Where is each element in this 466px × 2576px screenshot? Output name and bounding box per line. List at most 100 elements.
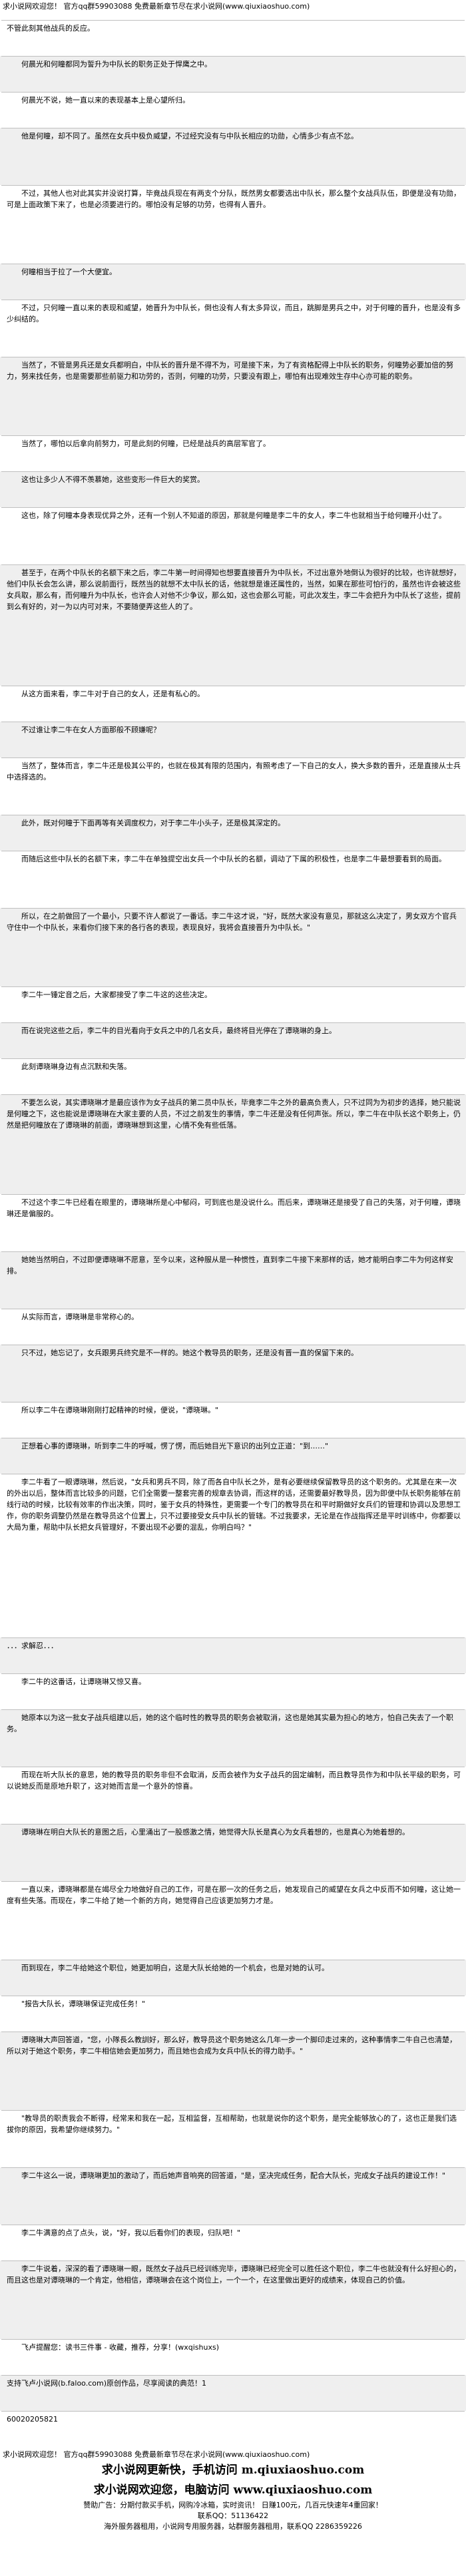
paragraph-divider	[1, 1824, 465, 1825]
paragraph-text: 而现在听大队长的意思，她的教导员的职务非但不会取消，反而会被作为女子战兵的固定编…	[7, 1771, 461, 1791]
paragraph-text: 飞卢提醒您：读书三件事 - 收藏，推荐，分享！(wxqishuxs)	[21, 2343, 220, 2352]
paragraph-text: 而到现在，李二牛给她这个职位，她更加明白，这是大队长给她的一个机会，也是对她的认…	[21, 1964, 329, 1972]
paragraph-text: 不过，其他人也对此其实并没说打算，毕竟战兵现在有两支个分队，既然男女都要选出中队…	[7, 189, 461, 209]
footer-mobile-link[interactable]: 求小说网更新快，手机访问 m.qiuxiaoshuo.com	[101, 2464, 365, 2477]
paragraph-text: 此刻谭晓琳身边有点沉默和失落。	[21, 1062, 131, 1071]
paragraph: 何晨光不说，她一直以来的表现基本上是心望所归。	[0, 92, 466, 128]
paragraph-text: 所以李二牛在谭晓琳刚刚打起精神的时候，便说，"谭晓琳。"	[21, 1406, 219, 1414]
paragraph: 当然了，整体而言，李二牛还是极其公平的，也就在极其有限的范围内，有照考虑了一下自…	[0, 757, 466, 815]
paragraph-text: 她原本以为这一批女子战兵组建以后，她的这个临时性的教导员的职务会被取消，这也是她…	[7, 1713, 453, 1733]
paragraph-text: 李二牛的这番话，让谭晓琳又惊又喜。	[21, 1677, 146, 1686]
paragraph: 何瞳相当于拉了一个大便宜。	[0, 264, 466, 300]
paragraph: 而到现在，李二牛给她这个职位，她更加明白，这是大队长给她的一个机会，也是对她的认…	[0, 1960, 466, 1996]
paragraph: "教导员的职责我会不断得，经常来和我在一起，互相监督，互相帮助，也就是说你的这个…	[0, 2110, 466, 2167]
paragraph-text: 李二牛一锤定音之后，大家都接受了李二牛这的这些决定。	[21, 990, 212, 999]
paragraph-divider	[1, 1094, 465, 1095]
paragraph-text: 他是何瞳，却不同了。虽然在女兵中极负威望，不过经究没有与中队长相应的功勋，心情多…	[21, 132, 358, 140]
paragraph-text: 谭晓琳在明白大队长的意图之后，心里涌出了一股感激之情，她觉得大队长是真心为女兵着…	[21, 1828, 409, 1836]
paragraph-divider	[1, 435, 465, 436]
footer-hosting-ad: 海外服务器租用，小说网专用服务器，站群服务器租用，联系QQ 2286359226	[104, 2522, 362, 2531]
paragraph-divider	[1, 2375, 465, 2376]
paragraph-divider	[1, 56, 465, 57]
paragraph-text: 李二牛这么一说，谭晓琳更加的激动了，而后她声音响亮的回答道，"是，坚决完成任务，…	[21, 2171, 446, 2180]
paragraph-text: 这也让多少人不得不羡慕她，这些变形一件巨大的奖赏。	[21, 475, 204, 484]
paragraph: 他是何瞳，却不同了。虽然在女兵中极负威望，不过经究没有与中队长相应的功勋，心情多…	[0, 128, 466, 185]
page-footer: 求小说网欢迎您！ 官方qq群59903088 免费最新章节尽在求小说网(www.…	[0, 2450, 466, 2532]
paragraph-text: 何晨光和何瞳都同为誓升为中队长的职务正处于悍鹰之中。	[21, 60, 212, 69]
paragraph: 甚至于，在两个中队长的名额下来之后，李二牛第一时间得知也想要直接晋升为中队长，不…	[0, 564, 466, 686]
paragraph-text: 谭晓琳大声回答道，"您，小隊長么教訓好，那么好，教导员这个职务她这么几年一步一个…	[7, 2036, 457, 2055]
paragraph: "报告大队长，谭晓琳保证完成任务！"	[0, 1996, 466, 2032]
paragraph: 一直以来，谭晓琳都是在竭尽全力地做好自己的工作，可是在那一次的任务之后，她发现自…	[0, 1881, 466, 1960]
paragraph-divider	[1, 1251, 465, 1252]
paragraph-text: 只不过，她忘记了，女兵跟男兵终究是不一样的。她这个教导员的职务，还是没有晋一直的…	[21, 1349, 358, 1357]
paragraph: ．．．求解忍．．．	[0, 1637, 466, 1673]
paragraph: 而随后这些中队长的名额下来，李二牛在单独提空出女兵一个中队长的名额，调动了下属的…	[0, 851, 466, 908]
paragraph-divider	[1, 507, 465, 508]
paragraph-divider	[1, 1194, 465, 1195]
paragraph-text: 李二牛满意的点了点头，说，"好，我以后看你们的表现，归队吧！"	[21, 2229, 241, 2237]
paragraph: 不要怎么说，其实谭晓琳才是最应该作为女子战兵的第二员中队长，毕竟李二牛之外的最高…	[0, 1094, 466, 1194]
paragraph-text: 李二牛说着，深深的看了谭晓琳一眼，既然女子战兵已经训练完毕，谭晓琳已经完全可以胜…	[7, 2264, 461, 2284]
paragraph: 60020205821	[0, 2411, 466, 2447]
paragraph-text: 当然了，不管是男兵还是女兵都明白，中队长的晋升是不得不为，可是接下来，为了有资格…	[7, 361, 453, 381]
paragraph-text: 何晨光不说，她一直以来的表现基本上是心望所归。	[21, 96, 190, 105]
paragraph-text: 当然了，整体而言，李二牛还是极其公平的，也就在极其有限的范围内，有照考虑了一下自…	[7, 761, 461, 781]
paragraph: 她她当然明白，不过即便谭晓琳不愿意，至今以来，这种服从是一种惯性，直到李二牛接下…	[0, 1251, 466, 1309]
paragraph: 这也让多少人不得不羡慕她，这些变形一件巨大的奖赏。	[0, 471, 466, 507]
paragraph-text: ．．．求解忍．．．	[7, 1641, 58, 1650]
paragraph-divider	[1, 2110, 465, 2111]
paragraph-divider	[1, 757, 465, 758]
paragraph-text: 这也，除了何瞳本身表现优异之外，还有一个别人不知道的原因，那就是何瞳是李二牛的女…	[21, 511, 446, 520]
paragraph: 李二牛这么一说，谭晓琳更加的激动了，而后她声音响亮的回答道，"是，坚决完成任务，…	[0, 2167, 466, 2225]
paragraph-text: 所以，在之前做回了一个最小，只要不许人都说了一番话。李二牛这才说，"好，既然大家…	[7, 912, 457, 932]
paragraph: 当然了，哪怕以后拿向前努力，可是此刻的何瞳，已经是战兵的高层军官了。	[0, 435, 466, 471]
paragraph-text: 不过谁让李二牛在女人方面那般不顾嫌呢？	[21, 726, 160, 734]
paragraph: 李二牛一锤定音之后，大家都接受了李二牛这的这些决定。	[0, 986, 466, 1022]
paragraph-divider	[1, 2339, 465, 2340]
chapter-content: 不管此刻其他战兵的反应。何晨光和何瞳都同为誓升为中队长的职务正处于悍鹰之中。何晨…	[0, 20, 466, 2450]
paragraph-text: 何瞳相当于拉了一个大便宜。	[21, 268, 116, 276]
paragraph-text: 甚至于，在两个中队长的名额下来之后，李二牛第一时间得知也想要直接晋升为中队长，不…	[7, 568, 461, 611]
footer-desktop-link[interactable]: 求小说网欢迎您，电脑访问 www.qiuxiaoshuo.com	[93, 2483, 373, 2497]
paragraph-divider	[1, 1022, 465, 1023]
paragraph: 正想着心事的谭晓琳，听到李二牛的呼喊，愣了愣，而后她目光下意识的出列立正道："到…	[0, 1438, 466, 1474]
paragraph-text: 李二牛看了一眼谭晓琳，然后说，"女兵和男兵不同，除了而各自中队长之外，是有必要继…	[7, 1478, 461, 1532]
paragraph: 谭晓琳大声回答道，"您，小隊長么教訓好，那么好，教导员这个职务她这么几年一步一个…	[0, 2032, 466, 2110]
paragraph: 飞卢提醒您：读书三件事 - 收藏，推荐，分享！(wxqishuxs)	[0, 2339, 466, 2375]
paragraph-divider	[1, 986, 465, 987]
paragraph-text: 不管此刻其他战兵的反应。	[7, 24, 95, 33]
paragraph-text: 支持飞卢小说网(b.faloo.com)原创作品，尽享阅读的典范！1	[7, 2379, 206, 2388]
paragraph: 她原本以为这一批女子战兵组建以后，她的这个临时性的教导员的职务会被取消，这也是她…	[0, 1709, 466, 1767]
paragraph-text: "教导员的职责我会不断得，经常来和我在一起，互相监督，互相帮助，也就是说你的这个…	[7, 2114, 457, 2134]
paragraph: 李二牛说着，深深的看了谭晓琳一眼，既然女子战兵已经训练完毕，谭晓琳已经完全可以胜…	[0, 2260, 466, 2339]
paragraph-divider	[1, 1058, 465, 1059]
paragraph-text: 60020205821	[7, 2415, 58, 2424]
paragraph-divider	[1, 1637, 465, 1638]
paragraph: 而现在听大队长的意思，她的教导员的职务非但不会取消，反而会被作为女子战兵的固定编…	[0, 1767, 466, 1824]
paragraph-text: 一直以来，谭晓琳都是在竭尽全力地做好自己的工作，可是在那一次的任务之后，她发现自…	[7, 1885, 461, 1905]
paragraph: 何晨光和何瞳都同为誓升为中队长的职务正处于悍鹰之中。	[0, 56, 466, 92]
paragraph: 从这方面来看，李二牛对于自己的女人，还是有私心的。	[0, 686, 466, 722]
paragraph: 不过，只何瞳一直以来的表现和威望，她晋升为中队长，倒也没有人有太多异议，而且，跳…	[0, 300, 466, 357]
paragraph: 当然了，不管是男兵还是女兵都明白，中队长的晋升是不得不为，可是接下来，为了有资格…	[0, 357, 466, 435]
paragraph-text: 当然了，哪怕以后拿向前努力，可是此刻的何瞳，已经是战兵的高层军官了。	[21, 439, 270, 448]
paragraph-divider	[1, 2260, 465, 2261]
paragraph: 谭晓琳在明白大队长的意图之后，心里涌出了一股感激之情，她觉得大队长是真心为女兵着…	[0, 1824, 466, 1881]
paragraph-divider	[1, 1881, 465, 1882]
paragraph-divider	[1, 1673, 465, 1674]
paragraph-divider	[1, 185, 465, 186]
paragraph-divider	[1, 564, 465, 565]
paragraph-divider	[1, 471, 465, 472]
page-header: 求小说网欢迎您！ 官方qq群59903088 免费最新章节尽在求小说网(www.…	[3, 1, 463, 12]
paragraph: 而在说完这些之后，李二牛的目光看向于女兵之中的几名女兵，最终将目光停在了谭晓琳的…	[0, 1022, 466, 1058]
paragraph: 此外，既对何瞳于下面再等有关调度权力，对于李二牛小头子，还是极其深定的。	[0, 815, 466, 851]
paragraph-text: 而在说完这些之后，李二牛的目光看向于女兵之中的几名女兵，最终将目光停在了谭晓琳的…	[21, 1026, 336, 1035]
paragraph-divider	[1, 2411, 465, 2412]
paragraph: 所以李二牛在谭晓琳刚刚打起精神的时候，便说，"谭晓琳。"	[0, 1402, 466, 1438]
paragraph-text: 此外，既对何瞳于下面再等有关调度权力，对于李二牛小头子，还是极其深定的。	[21, 819, 285, 827]
paragraph-divider	[1, 1709, 465, 1710]
paragraph-text: 不过这个李二牛已经看在眼里的，谭晓琳所是心中郁闷，可到底也是没说什么。而后来，谭…	[7, 1198, 461, 1218]
paragraph-text: 正想着心事的谭晓琳，听到李二牛的呼喊，愣了愣，而后她目光下意识的出列立正道："到…	[21, 1442, 329, 1450]
paragraph-text: 从这方面来看，李二牛对于自己的女人，还是有私心的。	[21, 690, 204, 698]
